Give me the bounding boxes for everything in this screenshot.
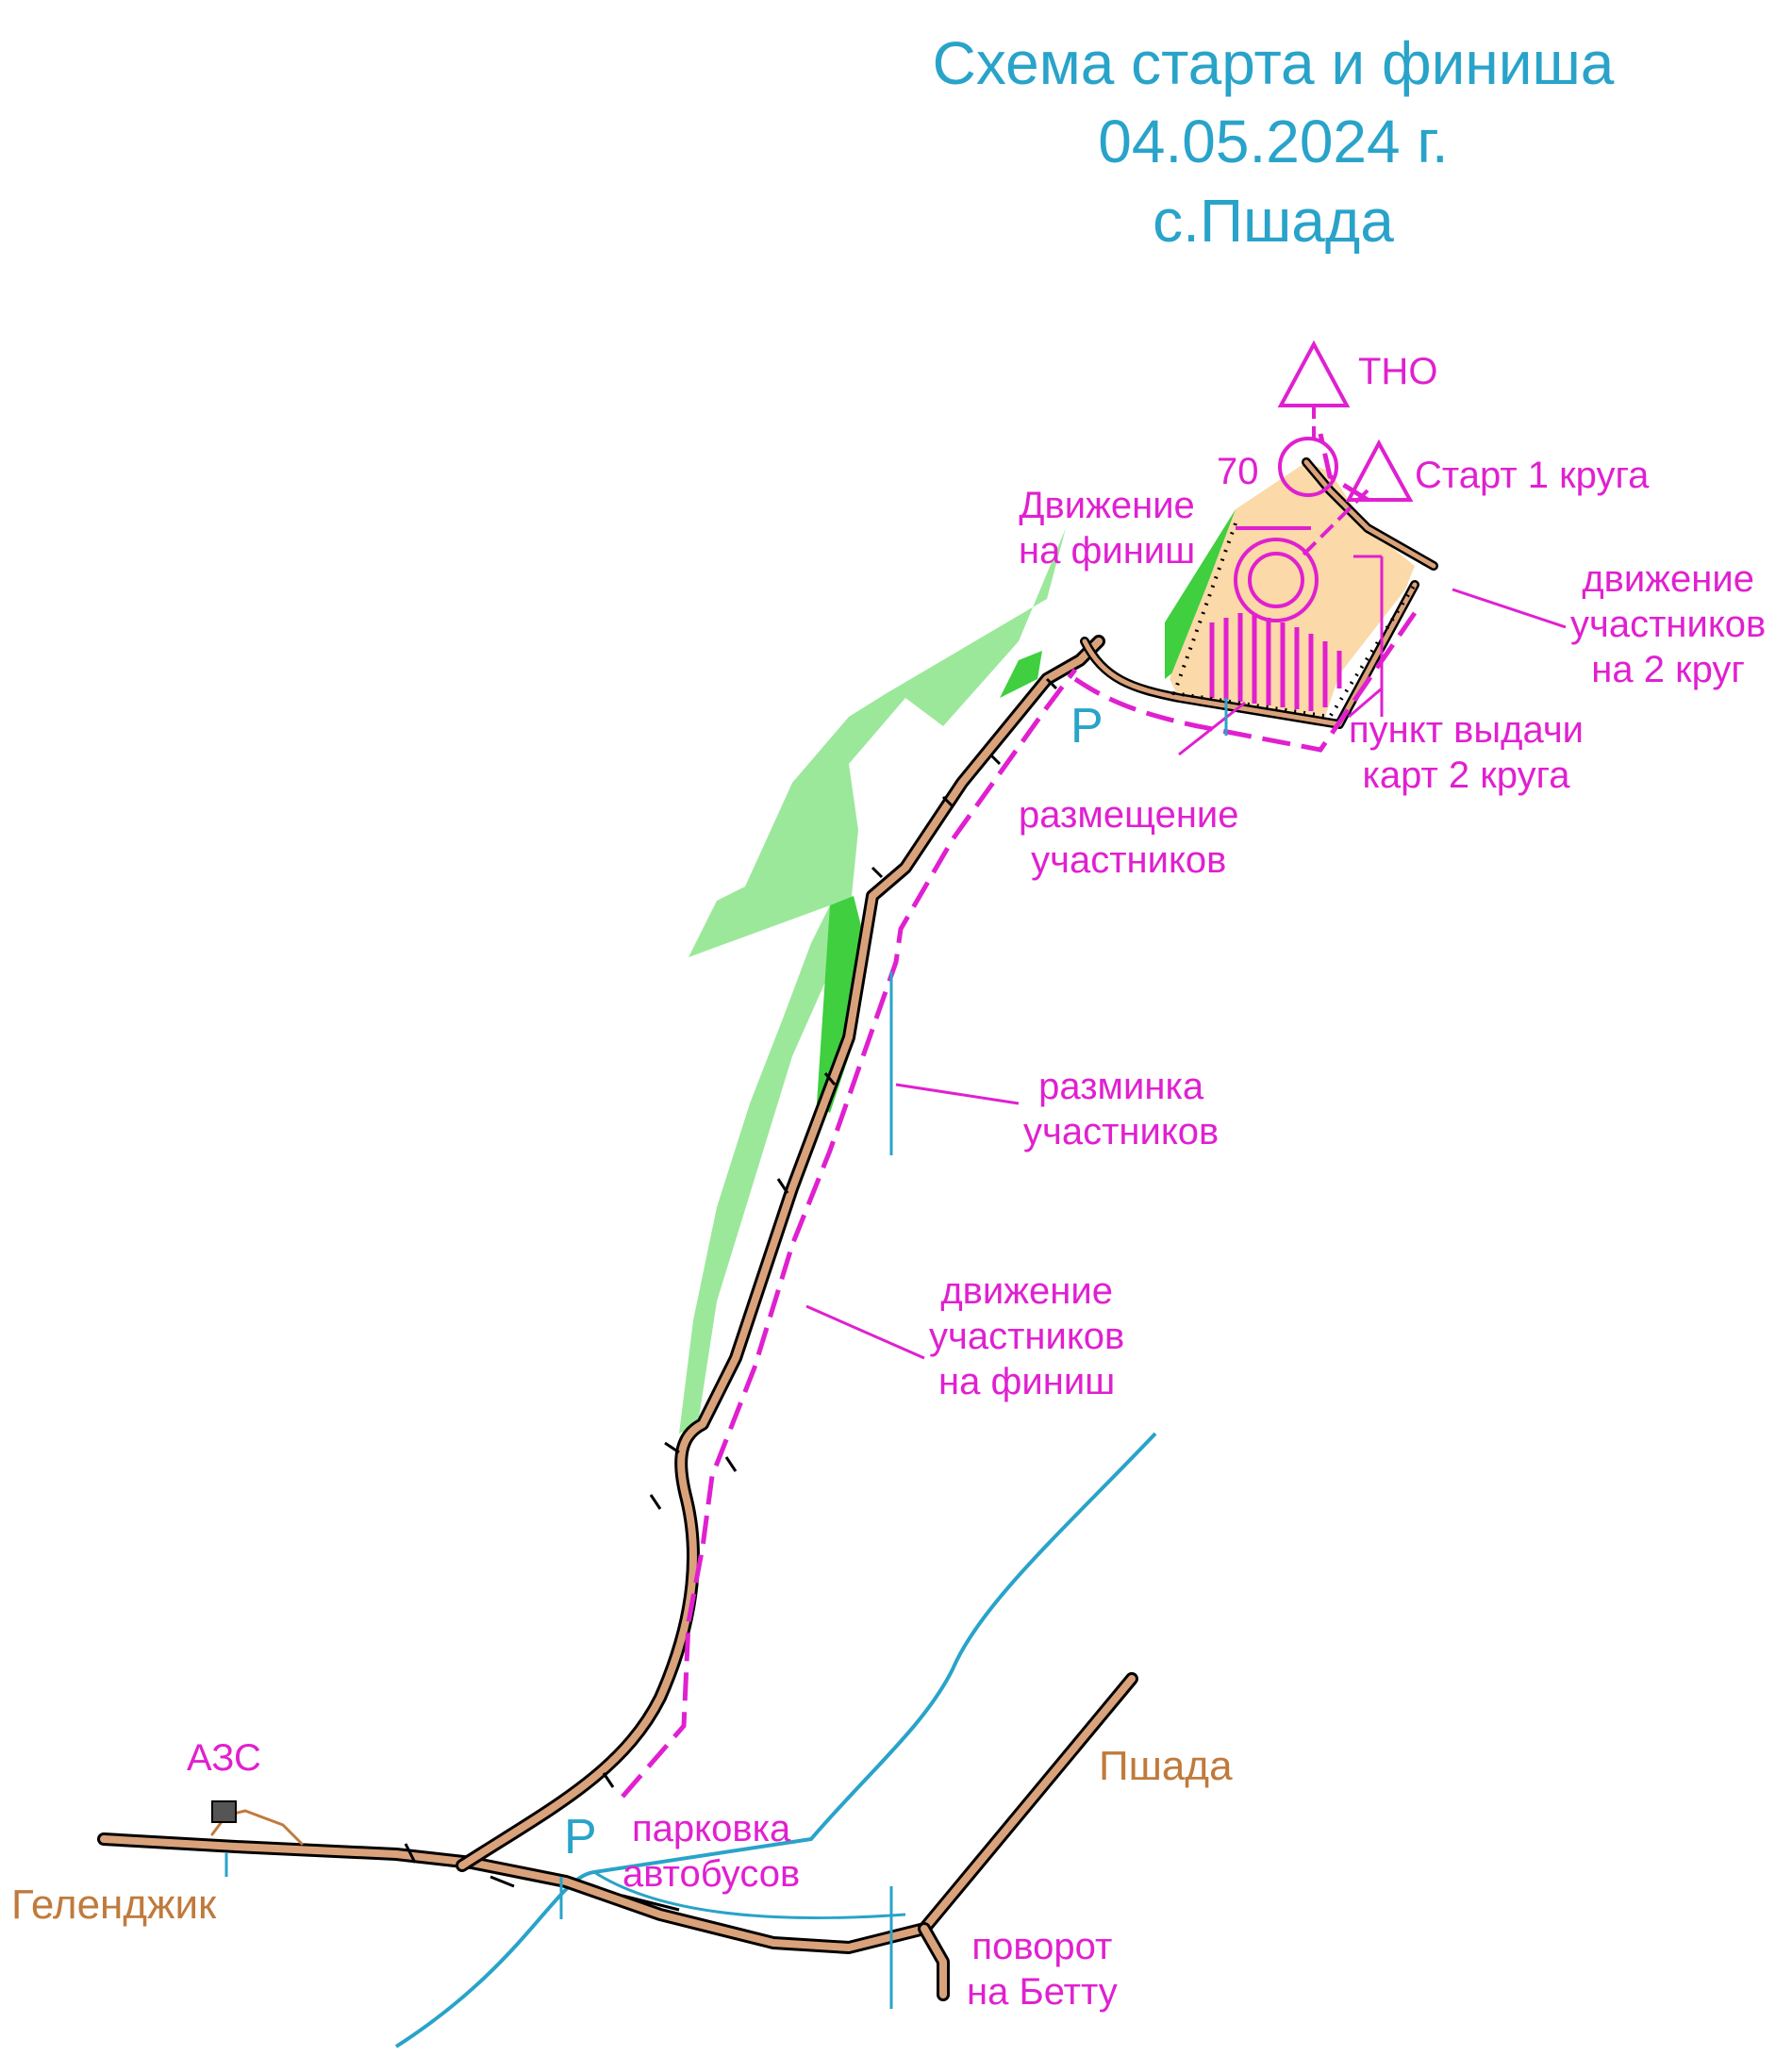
label-lap2-movement-line2: участников [1570, 604, 1767, 645]
control-circle-icon [1278, 437, 1338, 497]
forest-dark [817, 896, 868, 1113]
label-tno: ТНО [1358, 351, 1438, 392]
label-map-issue: пункт выдачи карт 2 круга [1349, 707, 1584, 798]
fence-ticks [404, 677, 1058, 1912]
label-leaders [805, 555, 1567, 1360]
stream-main [394, 1432, 1157, 2048]
forest-strip [679, 528, 1066, 1434]
label-control-number: 70 [1217, 451, 1259, 492]
label-placement-line2: участников [1031, 839, 1227, 881]
label-finish-movement: движение участников на финиш [929, 1268, 1124, 1404]
label-town-gelendzhik: Геленджик [11, 1882, 217, 1928]
parking-symbol-upper: P [1070, 699, 1103, 754]
label-placement: размещение участников [1019, 792, 1239, 883]
label-start-lap1: Старт 1 круга [1415, 455, 1650, 496]
label-turn-betta: поворот на Бетту [967, 1924, 1118, 2015]
label-bus-parking: парковка автобусов [622, 1806, 800, 1897]
label-finish-movement-line3: на финиш [938, 1361, 1116, 1402]
placement-hatch [1209, 613, 1342, 711]
label-lap2-movement: движение участников на 2 круг [1570, 556, 1766, 692]
label-to-finish: Движение на финиш [1019, 483, 1195, 573]
label-lap2-movement-line1: движение [1582, 558, 1754, 600]
label-warmup: разминка участников [1023, 1064, 1219, 1154]
blue-markers [224, 698, 1228, 2009]
forest-dark-3 [1000, 651, 1042, 698]
label-to-finish-line1: Движение [1019, 485, 1195, 526]
tno-triangle-icon [1277, 340, 1351, 407]
boundary-dotted [1171, 522, 1417, 720]
label-turn-betta-line1: поворот [971, 1926, 1113, 1967]
label-gas-station: АЗС [187, 1737, 261, 1779]
label-finish-movement-line2: участников [929, 1316, 1125, 1357]
label-town-pshada: Пшада [1099, 1743, 1233, 1789]
label-finish-movement-line1: движение [940, 1270, 1113, 1312]
label-bus-parking-line1: парковка [632, 1808, 791, 1849]
label-lap2-movement-line3: на 2 круг [1591, 649, 1745, 690]
map-title-line1: Схема старта и финиша [932, 29, 1615, 97]
label-to-finish-line2: на финиш [1019, 530, 1196, 572]
label-turn-betta-line2: на Бетту [967, 1971, 1118, 2013]
start-finish-symbols [1234, 340, 1414, 622]
parking-symbol-lower: P [564, 1810, 597, 1865]
stream-village [593, 1870, 906, 1920]
label-map-issue-line1: пункт выдачи [1349, 709, 1585, 751]
roads [97, 457, 1438, 2001]
label-bus-parking-line2: автобусов [622, 1853, 801, 1895]
gas-station-building [211, 1800, 237, 1823]
start-triangle-icon [1345, 439, 1414, 502]
finish-outer-circle-icon [1234, 538, 1319, 622]
map-title-line2: 04.05.2024 г. [1098, 108, 1449, 175]
label-warmup-line2: участников [1023, 1111, 1220, 1152]
open-land-area [1170, 462, 1415, 717]
label-map-issue-line2: карт 2 круга [1362, 754, 1570, 796]
finish-inner-circle-icon [1248, 552, 1304, 608]
map-title-line3: с.Пшада [1153, 187, 1394, 255]
label-warmup-line1: разминка [1038, 1066, 1204, 1107]
label-placement-line1: размещение [1019, 794, 1239, 836]
